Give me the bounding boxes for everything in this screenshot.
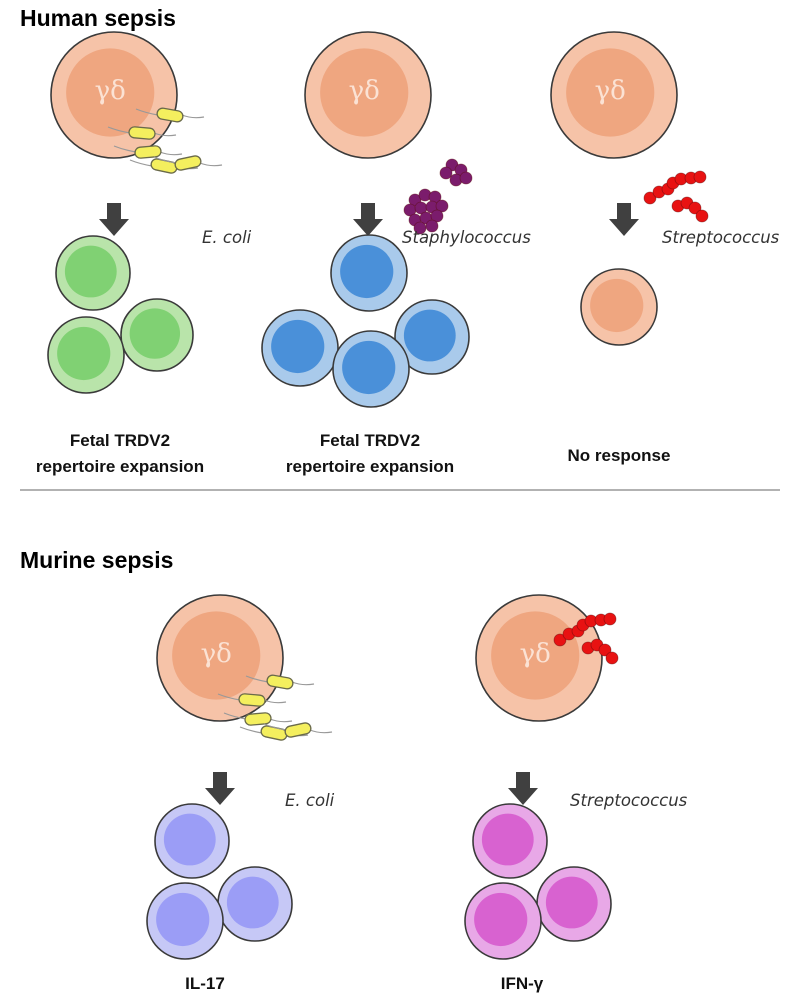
gamma-delta-cell-1: γδ <box>50 31 178 159</box>
result-label-2b: repertoire expansion <box>286 457 454 476</box>
gamma-delta-cell-1-nucleus <box>66 48 155 137</box>
blue-cell-3 <box>394 299 470 375</box>
pink-cell-3 <box>464 882 542 960</box>
murine-streptococcus-label: Streptococcus <box>570 791 688 810</box>
pink-cell-3-nucleus <box>474 892 528 947</box>
pink-cell-1-nucleus <box>481 813 534 866</box>
murine-gamma-delta-cell-1: γδ <box>156 594 284 722</box>
lavender-cell-2-nucleus <box>226 876 279 929</box>
pink-cell-1 <box>472 803 548 879</box>
blue-cell-1 <box>330 234 408 312</box>
blue-cell-2 <box>261 309 339 387</box>
lavender-cell-1 <box>154 803 230 879</box>
unexpanded-cell-nucleus <box>590 278 644 333</box>
blue-cell-3-nucleus <box>403 309 456 362</box>
streptococcus-bacteria-icon <box>643 170 709 223</box>
staphylococcus-label: Staphylococcus <box>402 228 531 247</box>
green-cell-3-nucleus <box>57 326 111 381</box>
blue-cell-2-nucleus <box>271 319 325 374</box>
down-arrow-icon <box>99 203 129 236</box>
human-sepsis-title: Human sepsis <box>20 5 176 31</box>
green-cell-2-nucleus <box>129 308 181 359</box>
unexpanded-cell <box>580 268 658 346</box>
il17-label: IL-17 <box>185 974 225 993</box>
gamma-delta-cell-2-nucleus <box>320 48 409 137</box>
green-cell-2 <box>120 298 194 372</box>
murine-gamma-delta-cell-1-nucleus <box>172 611 261 700</box>
streptococcus-bacteria-icon <box>553 612 619 665</box>
gamma-delta-label: γδ <box>95 76 126 106</box>
blue-cell-4 <box>332 330 410 408</box>
down-arrow-icon <box>353 203 383 236</box>
gamma-delta-cell-2: γδ <box>304 31 432 159</box>
gamma-delta-label: γδ <box>201 639 232 669</box>
blue-cell-1-nucleus <box>340 244 394 299</box>
streptococcus-label: Streptococcus <box>662 228 780 247</box>
ecoli-label: E. coli <box>202 228 252 247</box>
gamma-delta-label: γδ <box>520 639 551 669</box>
ecoli-bacteria-icon <box>217 674 333 741</box>
staphylococcus-bacteria-icon <box>403 158 473 235</box>
ecoli-bacteria-icon <box>107 107 223 174</box>
green-cell-3 <box>47 316 125 394</box>
down-arrow-icon <box>508 772 538 805</box>
murine-gamma-delta-cell-2: γδ <box>475 594 603 722</box>
murine-gamma-delta-cell-2-nucleus <box>491 611 580 700</box>
gamma-delta-cell-3-nucleus <box>566 48 655 137</box>
result-label-3: No response <box>568 446 671 465</box>
gamma-delta-cell-3: γδ <box>550 31 678 159</box>
result-label-2a: Fetal TRDV2 <box>320 431 420 450</box>
green-cell-1 <box>55 235 131 311</box>
murine-ecoli-label: E. coli <box>285 791 335 810</box>
result-label-1a: Fetal TRDV2 <box>70 431 170 450</box>
murine-sepsis-title: Murine sepsis <box>20 547 173 573</box>
down-arrow-icon <box>609 203 639 236</box>
green-cell-1-nucleus <box>64 245 117 298</box>
pink-cell-2-nucleus <box>545 876 598 929</box>
ifng-label: IFN-γ <box>501 974 544 993</box>
gamma-delta-label: γδ <box>595 76 626 106</box>
lavender-cell-3-nucleus <box>156 892 210 947</box>
lavender-cell-3 <box>146 882 224 960</box>
lavender-cell-1-nucleus <box>163 813 216 866</box>
lavender-cell-2 <box>217 866 293 942</box>
gamma-delta-label: γδ <box>349 76 380 106</box>
blue-cell-4-nucleus <box>342 340 396 395</box>
result-label-1b: repertoire expansion <box>36 457 204 476</box>
pink-cell-2 <box>536 866 612 942</box>
down-arrow-icon <box>205 772 235 805</box>
